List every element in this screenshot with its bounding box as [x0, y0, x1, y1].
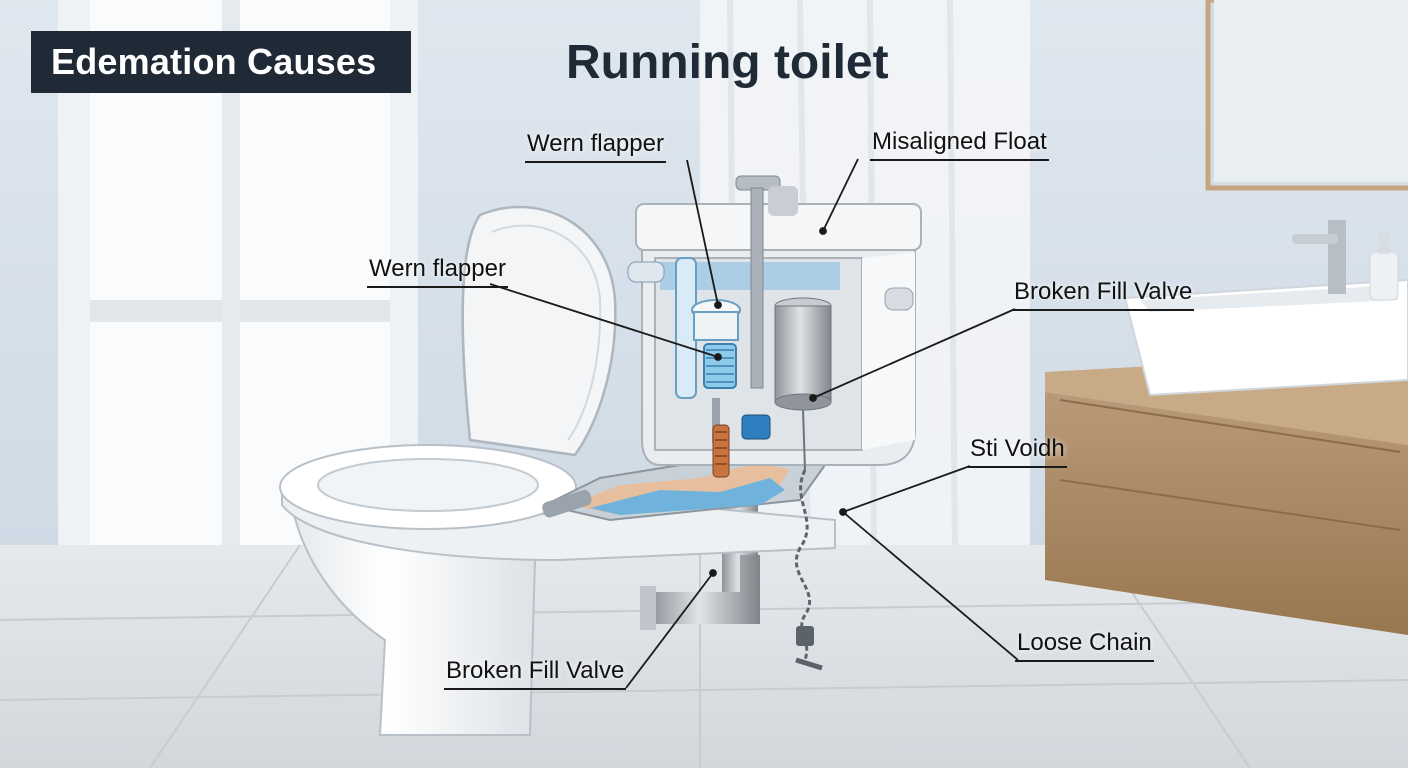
lift-chain — [794, 409, 823, 671]
callout-wern-flapper-top: Wern flapper — [525, 130, 666, 163]
callout-misaligned-float: Misaligned Float — [870, 128, 1049, 161]
callout-loose-chain: Loose Chain — [1015, 629, 1154, 662]
callout-broken-fill-valve-right: Broken Fill Valve — [1012, 278, 1195, 311]
faucet — [1292, 220, 1346, 294]
flapper — [712, 414, 771, 478]
toilet-lid — [461, 205, 617, 457]
leader-lines — [489, 158, 1019, 689]
page-title: Running toilet — [566, 36, 889, 89]
section-tag: Edemation Causes — [31, 31, 411, 93]
flush-handle-rod — [735, 175, 798, 389]
soap-bottle — [1369, 232, 1399, 301]
fill-valve — [627, 257, 741, 443]
callout-broken-fill-valve-bottom: Broken Fill Valve — [444, 657, 627, 690]
callout-sti-voidh: Sti Voidh — [968, 435, 1067, 468]
callout-wern-flapper-left: Wern flapper — [367, 255, 508, 288]
mirror — [1205, 0, 1408, 191]
float-cylinder — [774, 297, 832, 411]
